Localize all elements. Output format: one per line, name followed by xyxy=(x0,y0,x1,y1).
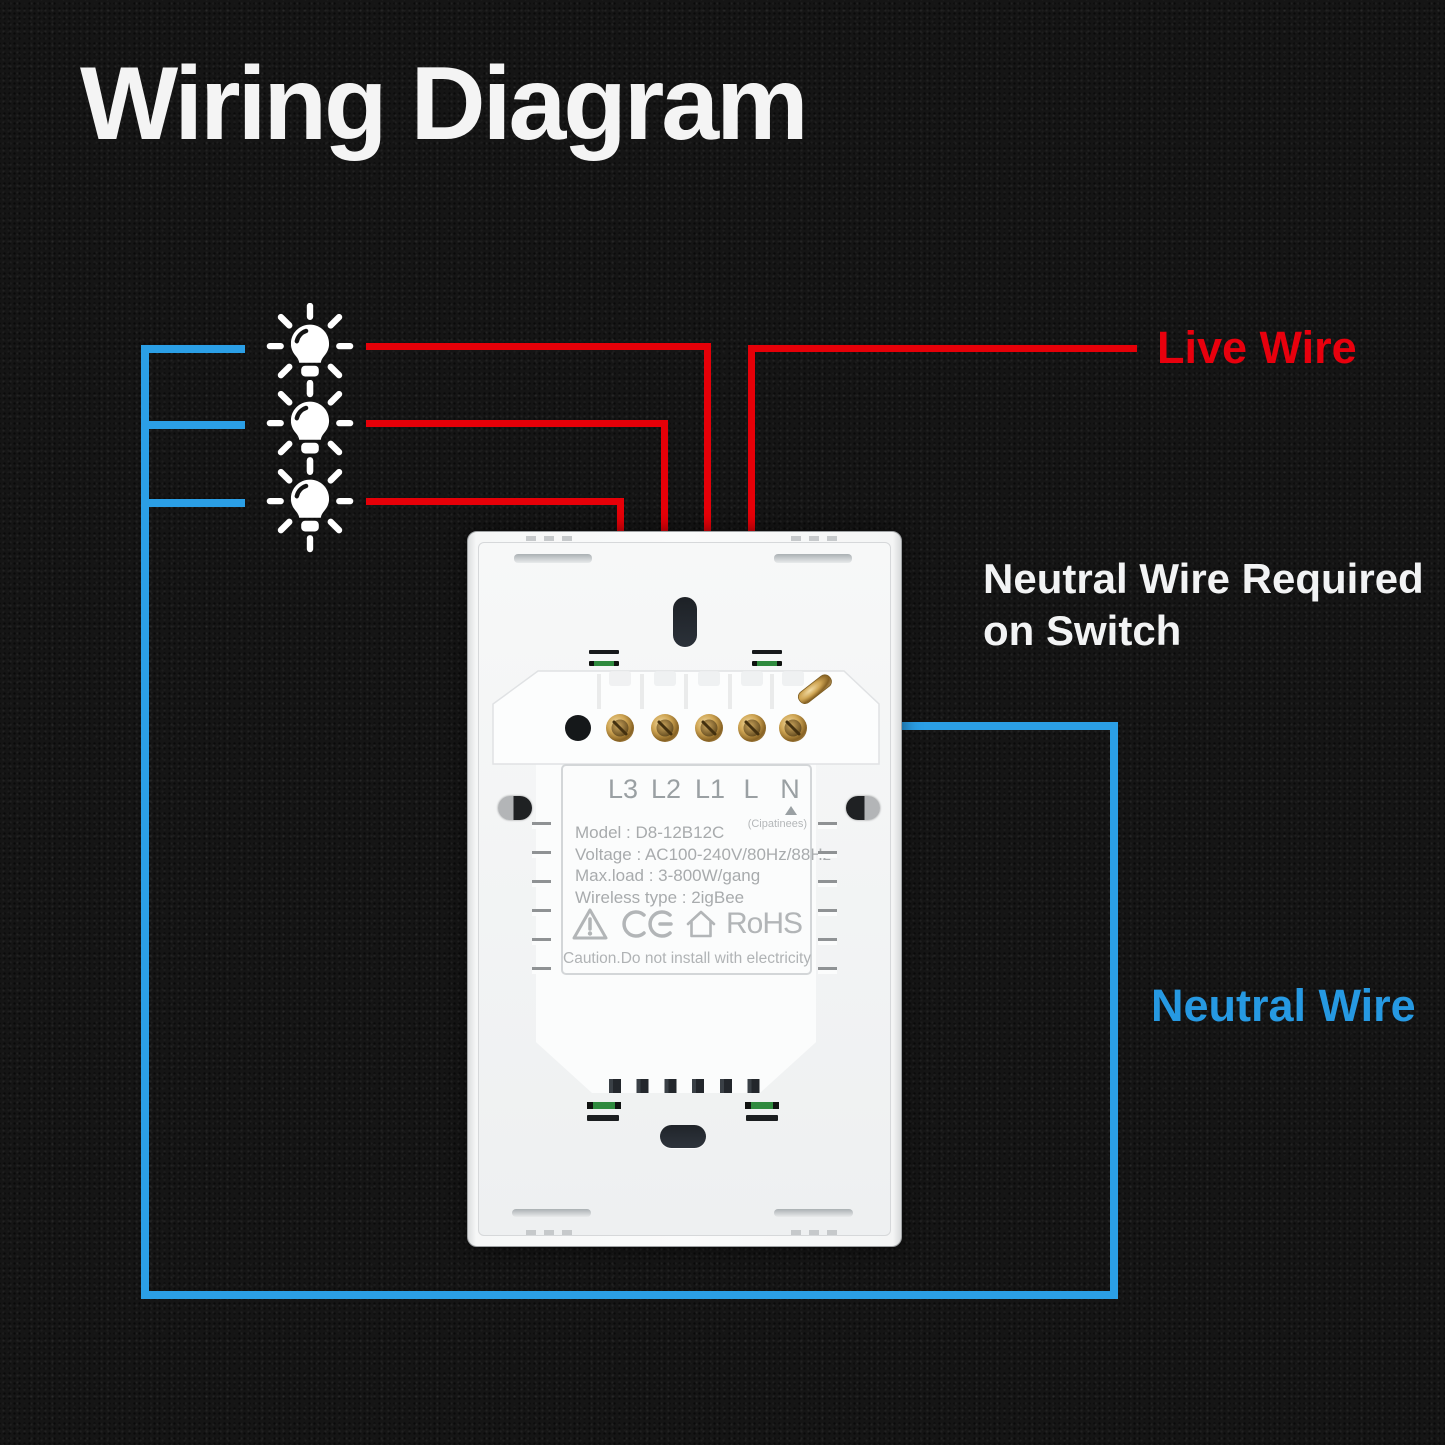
rohs-label: RoHS xyxy=(725,907,803,940)
certification-row: RoHS xyxy=(563,904,810,944)
neutral-wire-left-vertical xyxy=(141,345,149,1299)
spec-voltage: Voltage : AC100-240V/80Hz/88Hz xyxy=(575,844,832,864)
neutral-required-line2: on Switch xyxy=(983,607,1182,654)
bottom-green-slot-left xyxy=(587,1102,621,1109)
angled-gold-screw xyxy=(797,674,832,705)
house-icon xyxy=(686,910,716,938)
neutral-wire-label: Neutral Wire xyxy=(1151,980,1416,1031)
live-wire-bulb2-horizontal xyxy=(366,420,668,427)
vent-line-left-green xyxy=(589,661,619,666)
terminal-label-n: N xyxy=(780,774,800,804)
neutral-wire-branch-bulb1 xyxy=(141,345,245,353)
mounting-slot-top-right xyxy=(774,554,852,563)
live-wire-bulb3-horizontal xyxy=(366,498,624,505)
live-wire-label: Live Wire xyxy=(1157,322,1357,373)
vent-line-right-green xyxy=(752,661,782,666)
bottom-black-slot-right xyxy=(746,1115,778,1121)
side-screw-hole-left xyxy=(498,796,532,820)
ce-mark-icon xyxy=(622,910,673,938)
neutral-wire-right-vertical xyxy=(1110,723,1118,1299)
vent-line-left-black xyxy=(589,650,619,654)
live-wire-bulb1-horizontal xyxy=(366,343,711,350)
device-raised-back-box xyxy=(536,702,816,1093)
neutral-wire-branch-bulb3 xyxy=(141,499,245,507)
mounting-slot-bottom-left xyxy=(512,1209,591,1217)
spec-wireless: Wireless type : 2igBee xyxy=(575,887,745,907)
bottom-notches-left xyxy=(526,1230,580,1235)
neutral-required-line1: Neutral Wire Required xyxy=(983,555,1424,602)
device-specs: Model : D8-12B12C Voltage : AC100-240V/8… xyxy=(575,822,831,908)
terminal-label-l2: L2 xyxy=(650,774,682,804)
neutral-required-label: Neutral Wire Required on Switch xyxy=(983,553,1424,657)
mounting-slot-top-left xyxy=(514,554,592,563)
spec-model: Model : D8-12B12C xyxy=(575,823,725,842)
side-vent-column-left xyxy=(532,822,551,982)
terminal-hole-blank xyxy=(565,715,591,741)
neutral-wire-bottom-horizontal xyxy=(141,1291,1118,1299)
neutral-wire-branch-bulb2 xyxy=(141,421,245,429)
smart-switch-device: L3 L2 L1 L N (Cipatinees) Model : D8-12B… xyxy=(467,531,902,1247)
terminal-screws xyxy=(606,714,807,742)
bottom-vent-row xyxy=(609,1079,760,1093)
terminal-label-l1: L1 xyxy=(694,774,726,804)
terminal-label-l: L xyxy=(743,774,759,804)
n-terminal-arrow-icon xyxy=(785,806,797,815)
top-notches-right xyxy=(791,536,845,541)
terminal-block xyxy=(492,670,880,765)
side-screw-hole-right xyxy=(846,796,880,820)
top-notches-left xyxy=(526,536,580,541)
light-bulb-icon xyxy=(266,458,354,556)
caution-text: Caution.Do not install with electricity xyxy=(563,950,812,967)
spec-maxload: Max.load : 3-800W/gang xyxy=(575,866,761,885)
mounting-hole-bottom xyxy=(660,1125,706,1148)
terminal-note: (Cipatinees) xyxy=(747,818,807,830)
spec-label-plate: L3 L2 L1 L N (Cipatinees) Model : D8-12B… xyxy=(561,764,831,975)
mounting-hole-top xyxy=(673,597,697,647)
page-title: Wiring Diagram xyxy=(80,46,809,162)
mounting-slot-bottom-right xyxy=(774,1209,853,1217)
live-wire-main-horizontal xyxy=(748,345,1137,352)
bottom-green-slot-right xyxy=(745,1102,779,1109)
neutral-wire-to-terminal-n xyxy=(790,722,1118,730)
vent-line-right-black xyxy=(752,650,782,654)
terminal-label-l3: L3 xyxy=(607,774,639,804)
warning-triangle-icon xyxy=(572,908,608,940)
bottom-notches-right xyxy=(791,1230,845,1235)
bottom-black-slot-left xyxy=(587,1115,619,1121)
side-vent-column-right xyxy=(818,822,837,982)
